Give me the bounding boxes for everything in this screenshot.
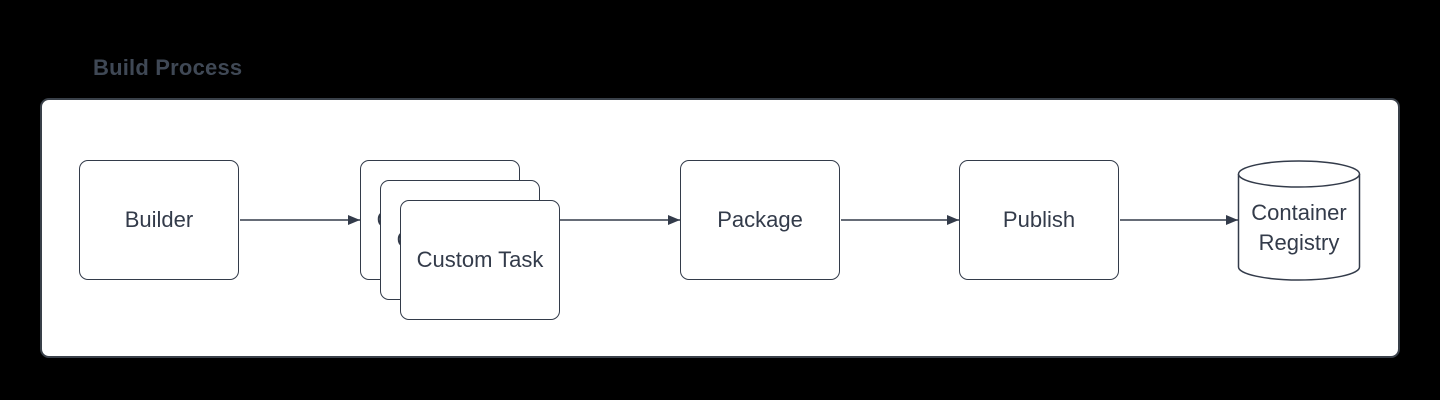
node-label-builder: Builder <box>124 207 194 232</box>
database-cylinder-shape <box>1237 160 1361 281</box>
flowchart-node-builder: Builder <box>79 160 239 280</box>
diagram-title: Build Process <box>93 55 243 80</box>
node-label-publish: Publish <box>1002 207 1076 232</box>
flowchart-node-publish: Publish <box>959 160 1119 280</box>
cylinder-top-ellipse <box>1237 160 1361 188</box>
database-node-container-registry: Container Registry <box>1238 180 1360 276</box>
cylinder-body <box>1237 174 1361 281</box>
node-label-package: Package <box>717 207 803 232</box>
flowchart-node-package: Package <box>680 160 840 280</box>
node-label-container-registry: Container Registry <box>1251 200 1347 255</box>
node-label-custom-task: Custom Task <box>416 247 544 272</box>
flowchart-node-custom-task: Custom Task <box>400 200 560 320</box>
